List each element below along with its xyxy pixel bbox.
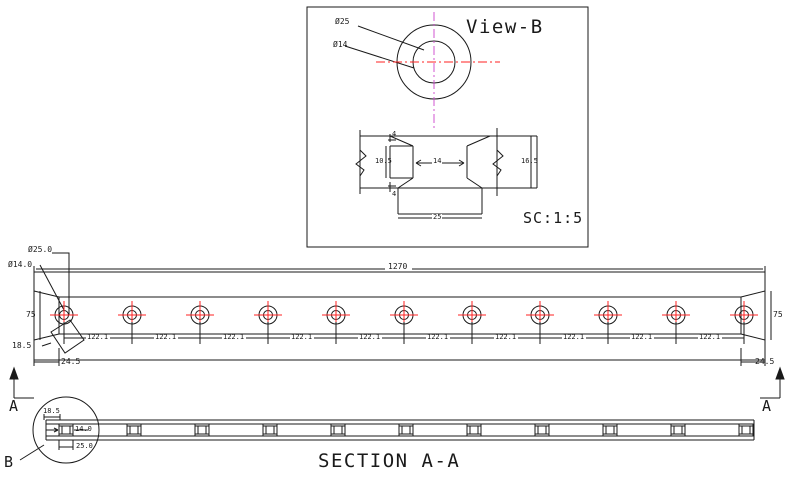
view-b-left-height-label: 10.5 xyxy=(375,157,392,165)
detail-b-left-dim: 18.5 xyxy=(43,407,60,415)
left-end-width-label: 24.5 xyxy=(61,357,81,366)
detail-b-marker: B xyxy=(4,453,14,471)
pitch-label-9: 122.1 xyxy=(631,333,653,341)
pitch-label-6: 122.1 xyxy=(427,333,449,341)
section-aa-outline xyxy=(45,419,755,441)
left-offset-label: 18.5 xyxy=(12,341,32,350)
section-aa-hole-group xyxy=(58,423,754,437)
pitch-label-8: 122.1 xyxy=(563,333,585,341)
view-b-base-width-label: 25 xyxy=(432,213,443,221)
left-end-height-label: 75 xyxy=(26,310,36,319)
view-b-bottom-chamfer-label: 4 xyxy=(392,190,397,198)
main-view-pitch-dims xyxy=(63,322,745,344)
right-end-width-label: 24.5 xyxy=(755,357,775,366)
section-arrow-left xyxy=(9,366,34,399)
view-b-frame xyxy=(306,6,589,248)
pitch-label-3: 122.1 xyxy=(223,333,245,341)
detail-b-base-dim: 25.0 xyxy=(76,442,93,450)
detail-b-throat-dim: 14.0 xyxy=(75,425,92,433)
section-aa-title: SECTION A-A xyxy=(318,450,461,472)
view-b-outer-dia-label: Ø25 xyxy=(335,17,350,26)
pitch-label-10: 122.1 xyxy=(699,333,721,341)
overall-length-label: 1270 xyxy=(386,262,410,271)
section-marker-left: A xyxy=(9,397,19,415)
pitch-label-4: 122.1 xyxy=(291,333,313,341)
right-end-height-label: 75 xyxy=(773,310,783,319)
detail-b-circle xyxy=(19,396,100,464)
view-b-right-height-label: 16.5 xyxy=(521,157,538,165)
main-elevation-outline xyxy=(33,252,772,366)
pitch-label-7: 122.1 xyxy=(495,333,517,341)
view-b-scale: SC:1:5 xyxy=(523,209,584,227)
leader-d25 xyxy=(357,25,425,51)
view-b-title: View-B xyxy=(466,16,544,38)
section-marker-right: A xyxy=(762,397,772,415)
pitch-label-2: 122.1 xyxy=(155,333,177,341)
view-b-throat-width-label: 14 xyxy=(432,157,443,165)
leader-d14 xyxy=(344,45,415,69)
pitch-label-1: 122.1 xyxy=(87,333,109,341)
main-outer-dia-label: Ø25.0 xyxy=(28,245,53,254)
main-inner-dia-label: Ø14.0 xyxy=(8,260,33,269)
pitch-label-5: 122.1 xyxy=(359,333,381,341)
view-b-section-profile xyxy=(355,128,538,219)
view-b-inner-dia-label: Ø14 xyxy=(333,40,348,49)
view-b-top-chamfer-label: 4 xyxy=(392,130,397,138)
section-arrow-right xyxy=(760,366,785,399)
